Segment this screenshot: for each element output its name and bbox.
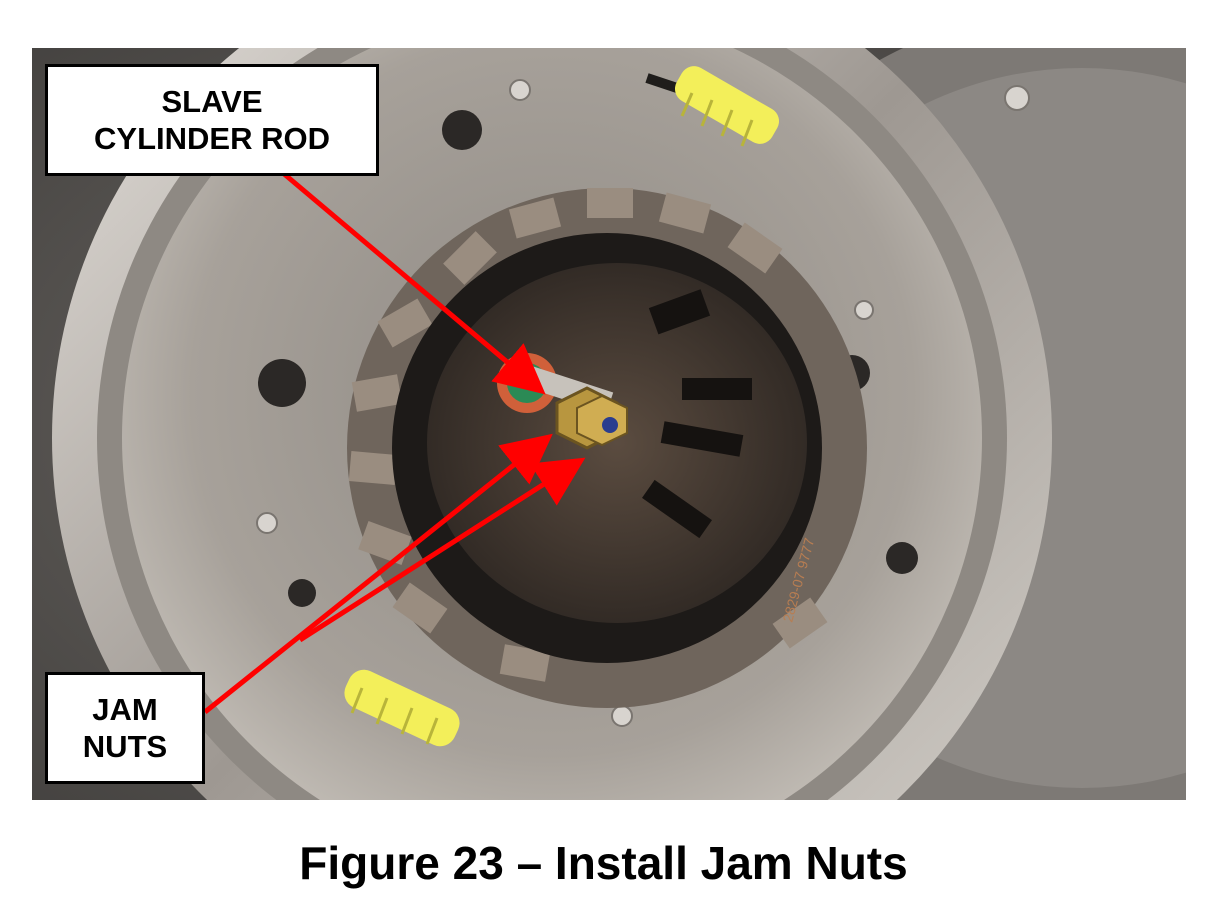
hub-slots (642, 289, 752, 539)
arrow-jam-nut-2 (298, 457, 586, 643)
callout-jam-line2: NUTS (82, 729, 168, 764)
callout-jam-nuts: JAM NUTS (45, 672, 205, 784)
arrow-jam-nut-1 (203, 433, 553, 714)
figure-caption: Figure 23 – Install Jam Nuts (299, 837, 908, 889)
spring-bottom (344, 669, 460, 747)
callout-slave-line2: CYLINDER ROD (94, 121, 330, 156)
callout-slave-text: SLAVE CYLINDER ROD (94, 83, 330, 157)
clutch-illustration: 2829-07 9777 (32, 48, 1186, 800)
callout-slave-cylinder-rod: SLAVE CYLINDER ROD (45, 64, 379, 176)
jam-nut-2 (576, 394, 628, 447)
callout-jam-text: JAM NUTS (83, 691, 167, 765)
callout-slave-line1: SLAVE (161, 84, 263, 119)
spring-top (645, 66, 780, 147)
rivets (256, 79, 1030, 727)
arrow-slave-rod (281, 171, 546, 395)
callout-jam-line1: JAM (92, 692, 158, 727)
clutch-photo: 2829-07 9777 (32, 48, 1186, 800)
friction-teeth (348, 188, 828, 682)
